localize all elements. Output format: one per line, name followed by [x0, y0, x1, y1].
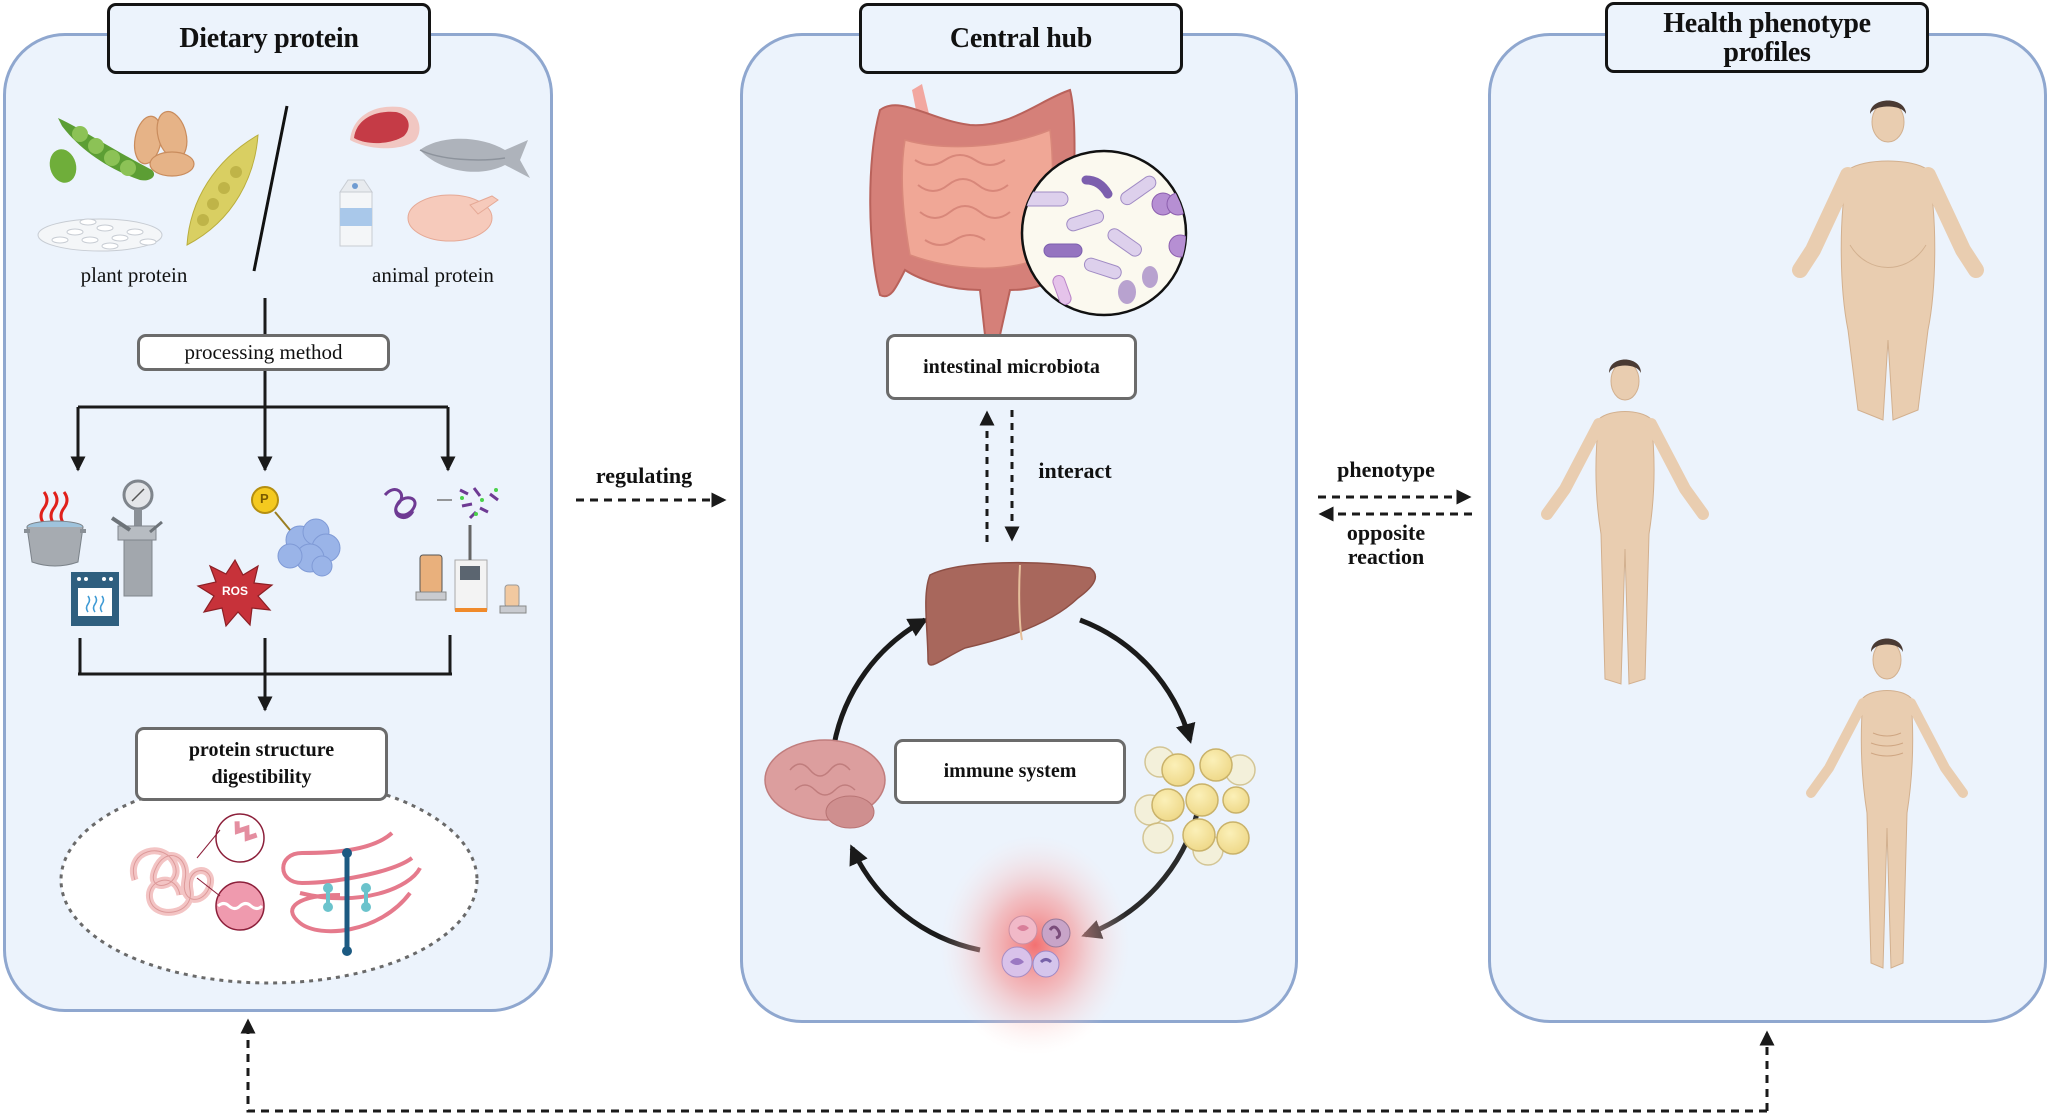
protein-structure-digestibility-box: protein structure digestibility: [135, 727, 388, 801]
intestine-icon: [869, 84, 1076, 336]
disulfide-bond-icon: [281, 831, 422, 956]
health-phenotype-panel: [1488, 33, 2047, 1023]
oven-icon: [71, 572, 119, 626]
milk-carton-icon: [339, 179, 373, 247]
plant-protein-label: plant protein: [80, 263, 188, 287]
interact-label: interact: [1038, 458, 1112, 483]
arc-liver-to-fat: [1079, 617, 1196, 744]
immune-system-box: immune system: [894, 739, 1126, 804]
feedback-loop-arrow[interactable]: [240, 1018, 1767, 1113]
processing-method-text: processing method: [184, 340, 343, 364]
regulating-label: regulating: [595, 463, 693, 488]
dietary-protein-title-text: Dietary protein: [179, 23, 359, 54]
ros-burst-icon: [196, 558, 274, 628]
protein-structure-text: protein structure: [188, 739, 335, 761]
wheat-grain-icon: [133, 110, 195, 177]
opposite-label: opposite: [1346, 520, 1426, 545]
digestibility-text: digestibility: [211, 766, 312, 788]
ros-text: ROS: [222, 584, 249, 598]
soybean-pod-icon: [58, 118, 155, 181]
animal-protein-label: animal protein: [372, 263, 494, 287]
meat-steak-icon: [350, 106, 420, 149]
pea-pod-icon: [186, 134, 259, 246]
protein-cloud-icon: [277, 518, 341, 577]
fish-icon: [419, 138, 530, 178]
inflammation-glow: [940, 835, 1130, 1055]
rice-pile-icon: [37, 218, 163, 252]
health-phenotype-title-line2: profiles: [1723, 36, 1811, 68]
microbiota-magnifier-icon: [1020, 149, 1188, 317]
immune-cells-icon: [1001, 915, 1071, 978]
bean-icon: [49, 149, 77, 183]
bioreactor-icon: [415, 525, 527, 614]
central-hub-title: Central hub: [859, 3, 1183, 74]
underweight-body-figure: [1806, 638, 1968, 969]
brain-icon: [764, 739, 886, 829]
phenotype-label: phenotype: [1337, 457, 1435, 482]
adipose-tissue-icon: [1134, 746, 1256, 866]
arc-brain-to-liver: [831, 617, 929, 746]
boiling-pot-icon: [24, 491, 86, 567]
health-phenotype-title: Health phenotype profiles: [1605, 2, 1929, 73]
immune-system-text: immune system: [943, 760, 1077, 782]
health-phenotype-title-line1: Health phenotype: [1663, 7, 1871, 39]
pressure-reactor-icon: [110, 479, 163, 597]
normal-body-figure: [1541, 359, 1709, 685]
plant-animal-divider: [252, 105, 289, 272]
obese-body-figure: [1792, 100, 1984, 421]
phosphate-text: P: [260, 491, 269, 506]
protein-unfolding-icon: [383, 487, 499, 520]
protein-folding-icon: [129, 813, 265, 931]
protein-structure-area: [59, 775, 479, 985]
intestinal-microbiota-box: intestinal microbiota: [886, 334, 1137, 400]
central-hub-title-text: Central hub: [949, 23, 1093, 54]
reaction-label: reaction: [1347, 544, 1425, 569]
chicken-icon: [407, 194, 499, 242]
intestinal-microbiota-text: intestinal microbiota: [923, 355, 1100, 378]
liver-icon: [925, 561, 1097, 666]
processing-method-box: processing method: [137, 334, 390, 371]
phosphate-icon: [251, 486, 291, 531]
dietary-protein-title: Dietary protein: [107, 3, 431, 74]
processing-flow-lines: [70, 298, 456, 712]
